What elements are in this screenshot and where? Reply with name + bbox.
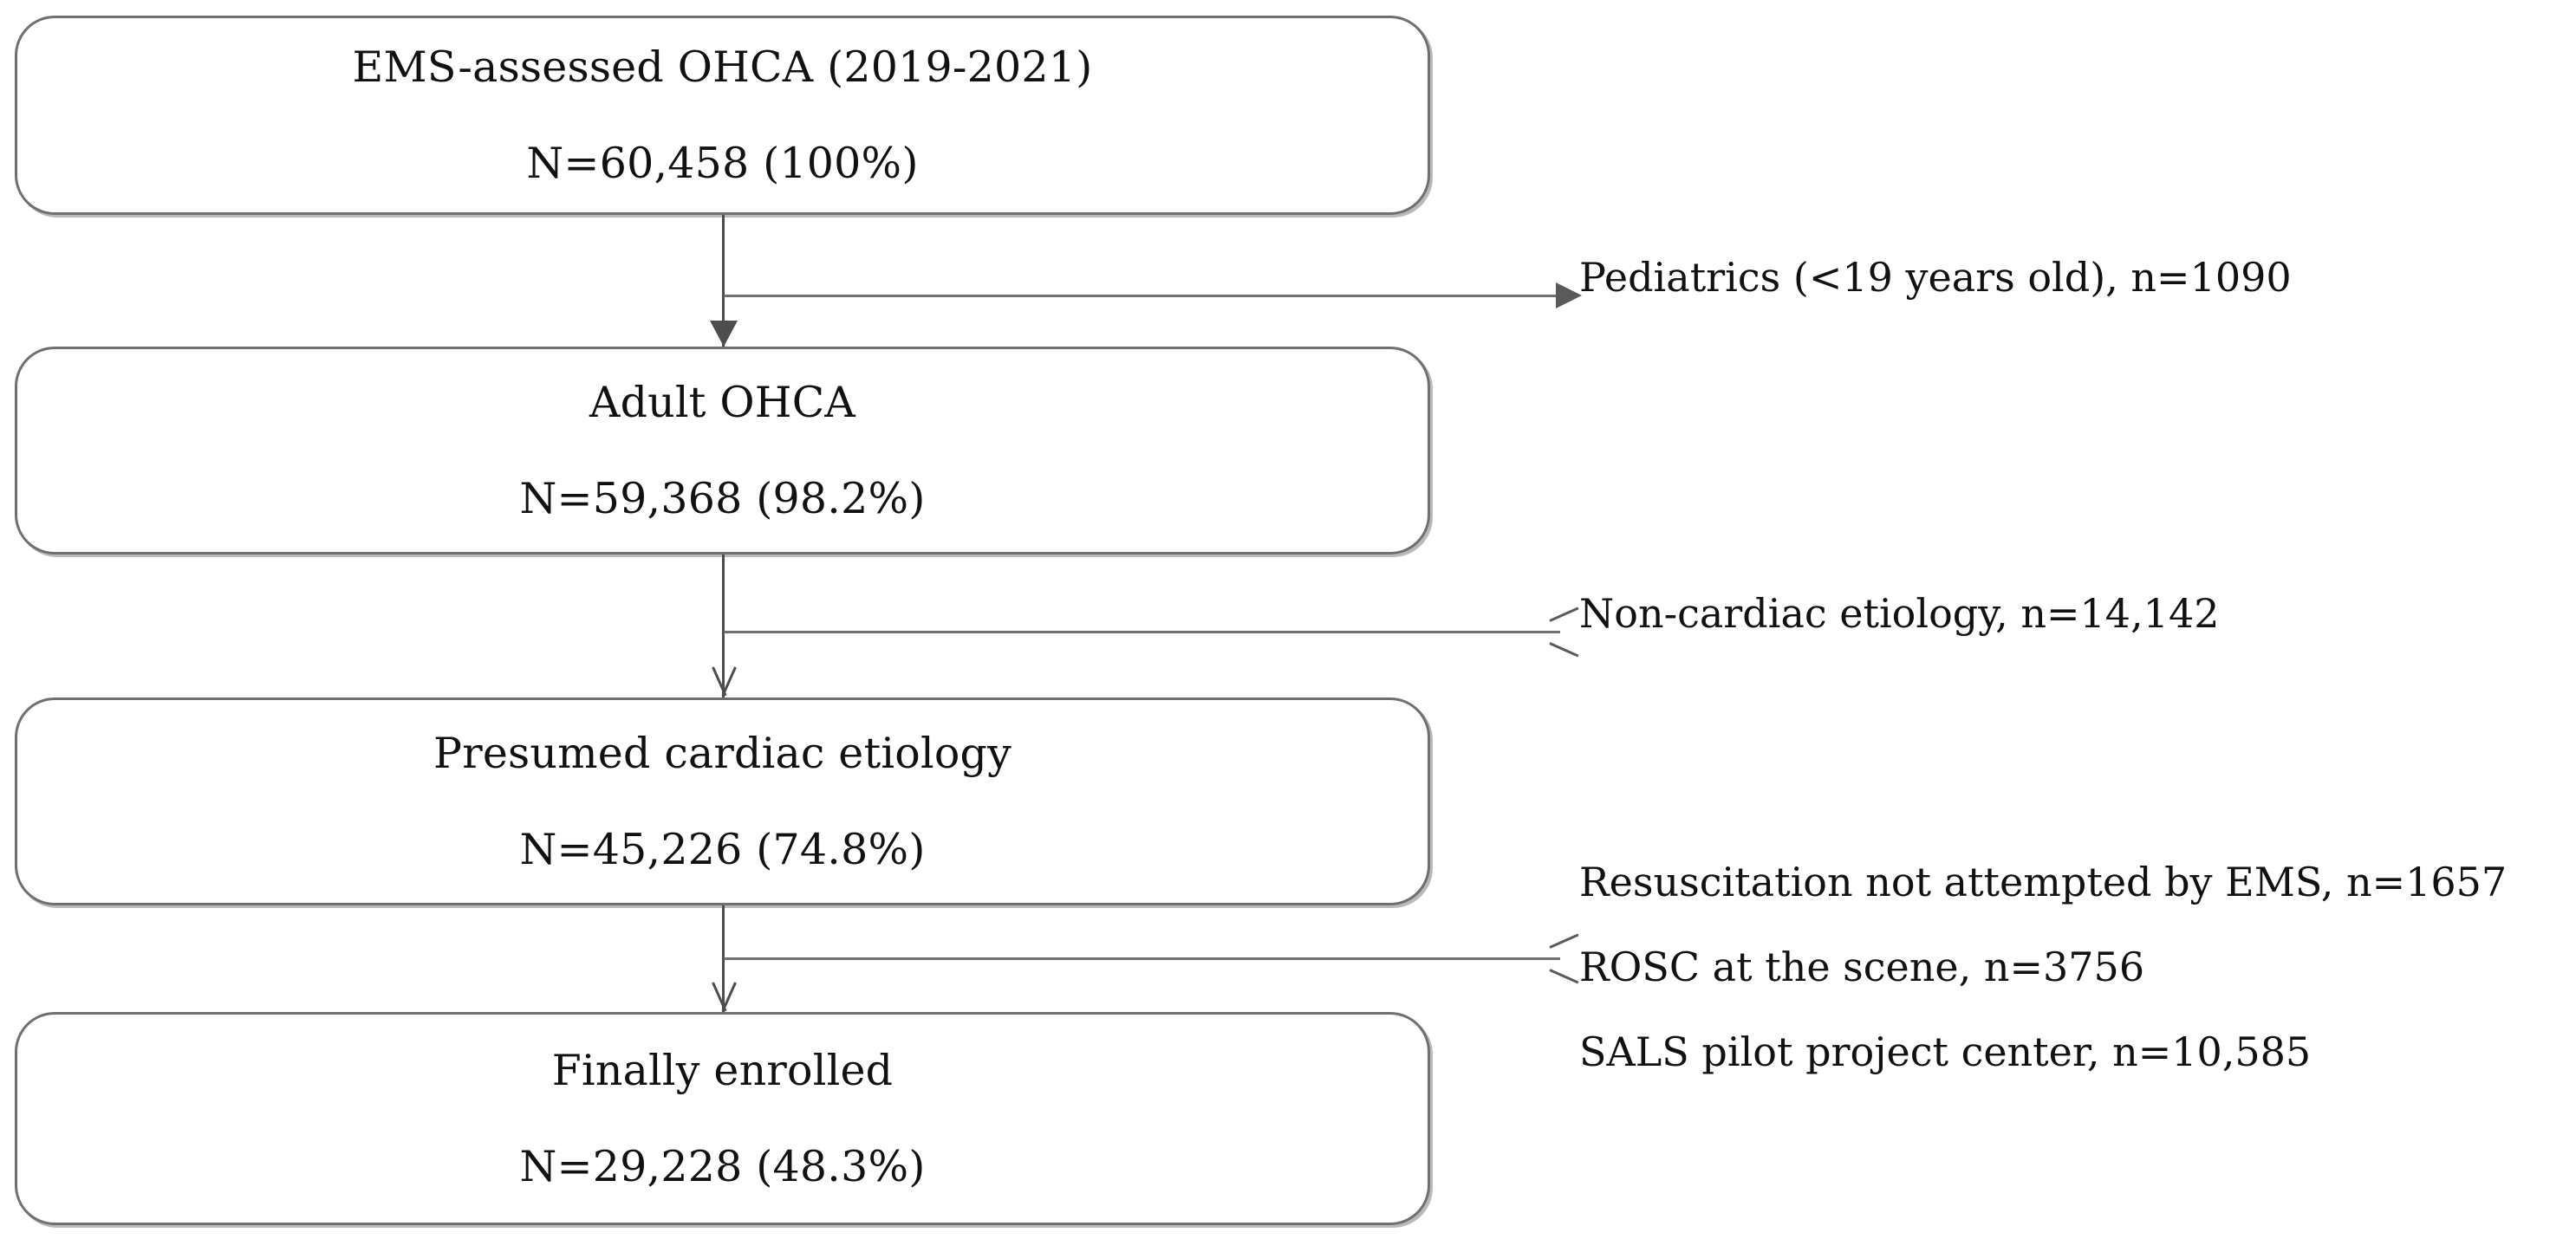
connector-branch-2	[724, 631, 1560, 633]
flow-box-title: Presumed cardiac etiology	[433, 728, 1012, 778]
exclusion-line-sals-pilot-project-center: SALS pilot project center, n=10,585	[1579, 1028, 2312, 1075]
exclusion-line-rosc-at-scene: ROSC at the scene, n=3756	[1579, 944, 2145, 990]
flow-box-count: N=45,226 (74.8%)	[519, 825, 926, 874]
connector-branch-1	[724, 295, 1556, 297]
flow-box-title: Finally enrolled	[551, 1045, 894, 1095]
flow-box-ems-assessed-ohca: EMS-assessed OHCA (2019-2021) N=60,458 (…	[15, 16, 1430, 215]
arrow-down-icon-2	[709, 667, 738, 697]
arrow-right-icon-3	[1550, 944, 1579, 973]
connector-vertical-2	[722, 555, 725, 697]
connector-vertical-1	[722, 215, 725, 347]
flow-box-presumed-cardiac-etiology: Presumed cardiac etiology N=45,226 (74.8…	[15, 697, 1430, 905]
exclusion-line-resuscitation-not-attempted: Resuscitation not attempted by EMS, n=16…	[1579, 859, 2508, 905]
arrow-right-icon-2	[1550, 617, 1579, 646]
exclusion-label-non-cardiac-etiology: Non-cardiac etiology, n=14,142	[1579, 590, 2220, 637]
flow-box-title: EMS-assessed OHCA (2019-2021)	[352, 42, 1093, 92]
arrow-right-icon-1	[1556, 282, 1582, 308]
exclusion-label-pediatrics: Pediatrics (<19 years old), n=1090	[1579, 254, 2292, 301]
flow-box-count: N=60,458 (100%)	[526, 139, 919, 188]
exclusion-group-final: Resuscitation not attempted by EMS, n=16…	[1579, 862, 2507, 1072]
arrow-down-icon-1	[710, 321, 738, 347]
connector-vertical-3	[722, 905, 725, 1012]
flow-box-adult-ohca: Adult OHCA N=59,368 (98.2%)	[15, 347, 1430, 555]
connector-branch-3	[724, 957, 1560, 960]
flow-box-count: N=29,228 (48.3%)	[519, 1142, 926, 1191]
arrow-down-icon-3	[709, 983, 738, 1012]
flow-box-finally-enrolled: Finally enrolled N=29,228 (48.3%)	[15, 1012, 1430, 1225]
flow-box-title: Adult OHCA	[589, 377, 856, 427]
flow-box-count: N=59,368 (98.2%)	[519, 474, 926, 523]
